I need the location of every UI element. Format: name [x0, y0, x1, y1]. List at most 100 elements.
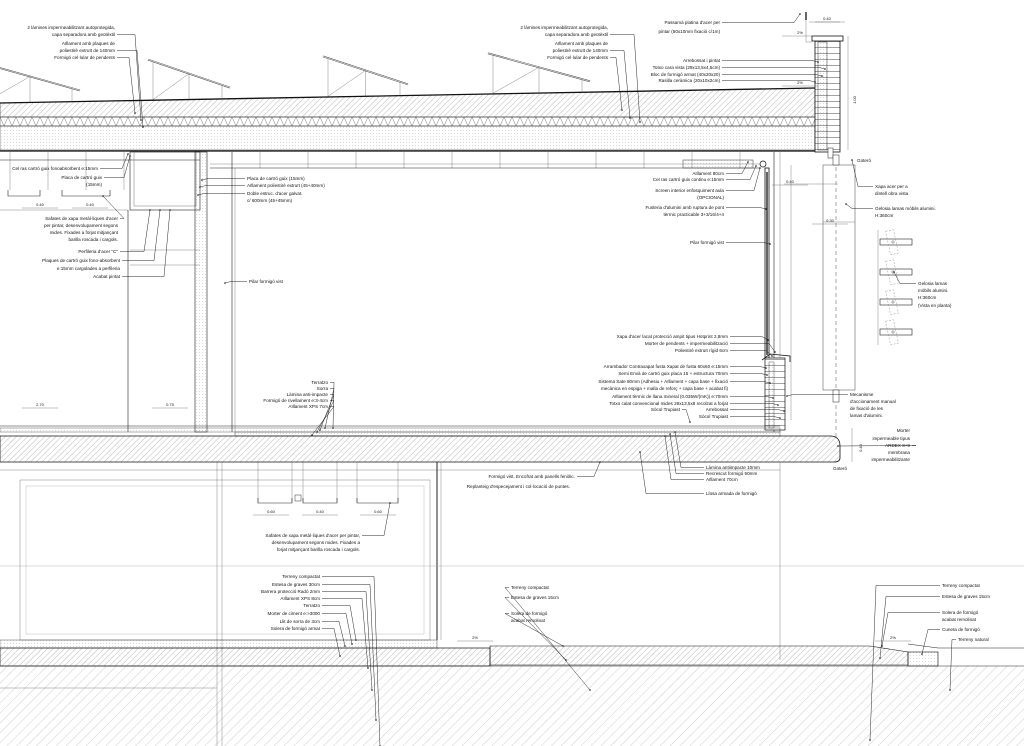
- label-louvres: Gelosia lamas mòbils alumini.: [875, 206, 936, 211]
- dimension-label: 0.30: [826, 218, 835, 223]
- label-louvres: dintell obra vista: [875, 191, 909, 196]
- label-ground-left: Aïllament XPS 8cm: [280, 596, 320, 601]
- dimension-label: 0.40: [316, 509, 325, 514]
- solar-panel: [0, 67, 81, 103]
- label-ground-left: Llit de sorra de 3cm: [280, 619, 321, 624]
- label-floor: Aïllament XPS 7cm: [288, 404, 328, 409]
- leader-line: [122, 209, 161, 261]
- label-facade-top: Screen interior enfosquiment aula: [655, 188, 724, 193]
- leader-line: [722, 67, 826, 70]
- label-louvres: Xapa acer per a: [875, 184, 908, 189]
- label-partition: Aïllament poliestirè extruït (45+40mm): [247, 183, 325, 188]
- label-edge: Morter: [897, 428, 911, 433]
- leader-line: [851, 159, 873, 187]
- ceiling-tray: [257, 498, 293, 504]
- label-sill: mecànica en espiga + malla de reforç + c…: [601, 386, 729, 391]
- label-ceiling-left: (15mm): [86, 182, 102, 187]
- dimension-label: 1.00: [852, 95, 857, 104]
- solar-panel: [147, 58, 231, 100]
- leader-line: [726, 161, 749, 174]
- label-ceiling-left: Placa de cartró guix: [61, 175, 102, 180]
- label-edge: membrana: [888, 450, 910, 455]
- label-slab: Recrescut formigó 50mm: [706, 471, 757, 476]
- label-edge: impermeable tipus: [872, 436, 910, 441]
- leader-line: [722, 60, 819, 63]
- label-edge: Mecanisme: [850, 392, 874, 397]
- label-slab: Làmina antiimpacte 10mm: [706, 465, 760, 470]
- label-edge: Goteró: [833, 466, 847, 471]
- label-ground-right: Solera de formigó: [942, 610, 979, 615]
- leader-line: [869, 585, 940, 741]
- label-sill: Semi Envà de cartró guix placa 15 + estr…: [618, 371, 728, 376]
- dimension-label: 2%: [797, 30, 803, 35]
- label-lower-trays: forjat mitjançant barilla roscada i carg…: [277, 547, 360, 552]
- dimension-label: 0.40: [86, 202, 95, 207]
- label-facade-top: Pilar formigó vist: [690, 240, 725, 245]
- label-floor: Sorra: [317, 386, 329, 391]
- leader-line: [201, 178, 245, 181]
- dimension-label: 0.40: [858, 443, 863, 452]
- label-ceiling-left: Perfileria d'acer "C": [78, 249, 118, 254]
- label-ground-mid: Solera de formigó: [511, 611, 548, 616]
- leader-line: [122, 209, 171, 277]
- leader-line: [730, 350, 773, 357]
- label-ceiling-left: barilla roscada i cargols.: [68, 237, 118, 242]
- dimension-label: 2%: [890, 635, 896, 640]
- leader-line: [224, 281, 247, 284]
- leader-line: [362, 502, 391, 536]
- label-ground-left: Solera de formigó armat: [271, 626, 321, 631]
- leader-line: [610, 57, 623, 111]
- label-roof-mid: 2 làmines impermeabilitzant autoprotegid…: [520, 25, 608, 30]
- leader-line: [197, 193, 245, 196]
- leader-line: [879, 596, 940, 659]
- leader-line: [311, 406, 335, 436]
- label-roof-left: Formigó cel·lular de pendents: [54, 55, 115, 60]
- label-slab: Aïllament 70cm: [706, 477, 738, 482]
- leader-line: [504, 613, 564, 647]
- ground: [0, 639, 1024, 746]
- leader-line: [949, 639, 956, 691]
- leader-line: [722, 13, 801, 23]
- leader-line: [322, 621, 346, 647]
- leader-line: [722, 74, 823, 77]
- leader-line: [610, 50, 631, 119]
- label-sill: Arrebossat: [706, 407, 729, 412]
- label-floor: Làmina anti-impacte: [287, 392, 329, 397]
- label-parapet: Bloc de formigó armat (40x20x20): [651, 72, 721, 77]
- louvre-blade: [879, 328, 913, 336]
- leader-line: [102, 195, 125, 219]
- label-lower-trays: Safates de xapa metàl·liques d'acer per …: [265, 533, 360, 538]
- leader-line: [322, 584, 377, 721]
- leader-line: [837, 445, 917, 447]
- leader-line: [921, 629, 940, 655]
- label-louvres: H:360cm: [875, 213, 894, 218]
- leader-line: [199, 185, 245, 188]
- leader-line: [726, 242, 771, 245]
- label-ground-right: Cuneta de formigó: [942, 627, 980, 632]
- label-sill: Poliestirè extruït rígid 6cm: [675, 348, 728, 353]
- leader-line: [504, 597, 567, 661]
- parapet: [805, 12, 849, 159]
- label-roof-mid: poliestirè extruït de 140mm: [553, 48, 609, 53]
- label-parapet: Arrebossat i pintat: [683, 58, 721, 63]
- label-edge: impermeabilitzante: [871, 457, 910, 462]
- ceiling-tray: [61, 190, 111, 197]
- label-ceiling-left: Acabat pintat: [93, 274, 121, 279]
- leader-line: [104, 155, 131, 178]
- louvre-blade: [879, 268, 913, 276]
- leader-line: [730, 381, 771, 384]
- label-louvres: (Vista en planta): [918, 303, 952, 308]
- label-partition: Doble estruc. d'acer galvat.: [247, 191, 303, 196]
- leader-line: [664, 435, 704, 480]
- leader-line: [322, 605, 357, 641]
- leader-line: [117, 57, 136, 114]
- dimension-label: 0.40: [823, 16, 832, 21]
- label-ceiling-left: mides. Fixades a forjat mitjançant: [50, 230, 119, 235]
- leader-line: [322, 613, 353, 645]
- leader-line: [722, 80, 816, 83]
- label-edge: d'accionament manual: [850, 399, 896, 404]
- lower-floor: [0, 462, 1024, 746]
- leader-line: [726, 207, 767, 210]
- label-facade-top: Cel ras cartró guix continu e:15mm: [653, 177, 724, 182]
